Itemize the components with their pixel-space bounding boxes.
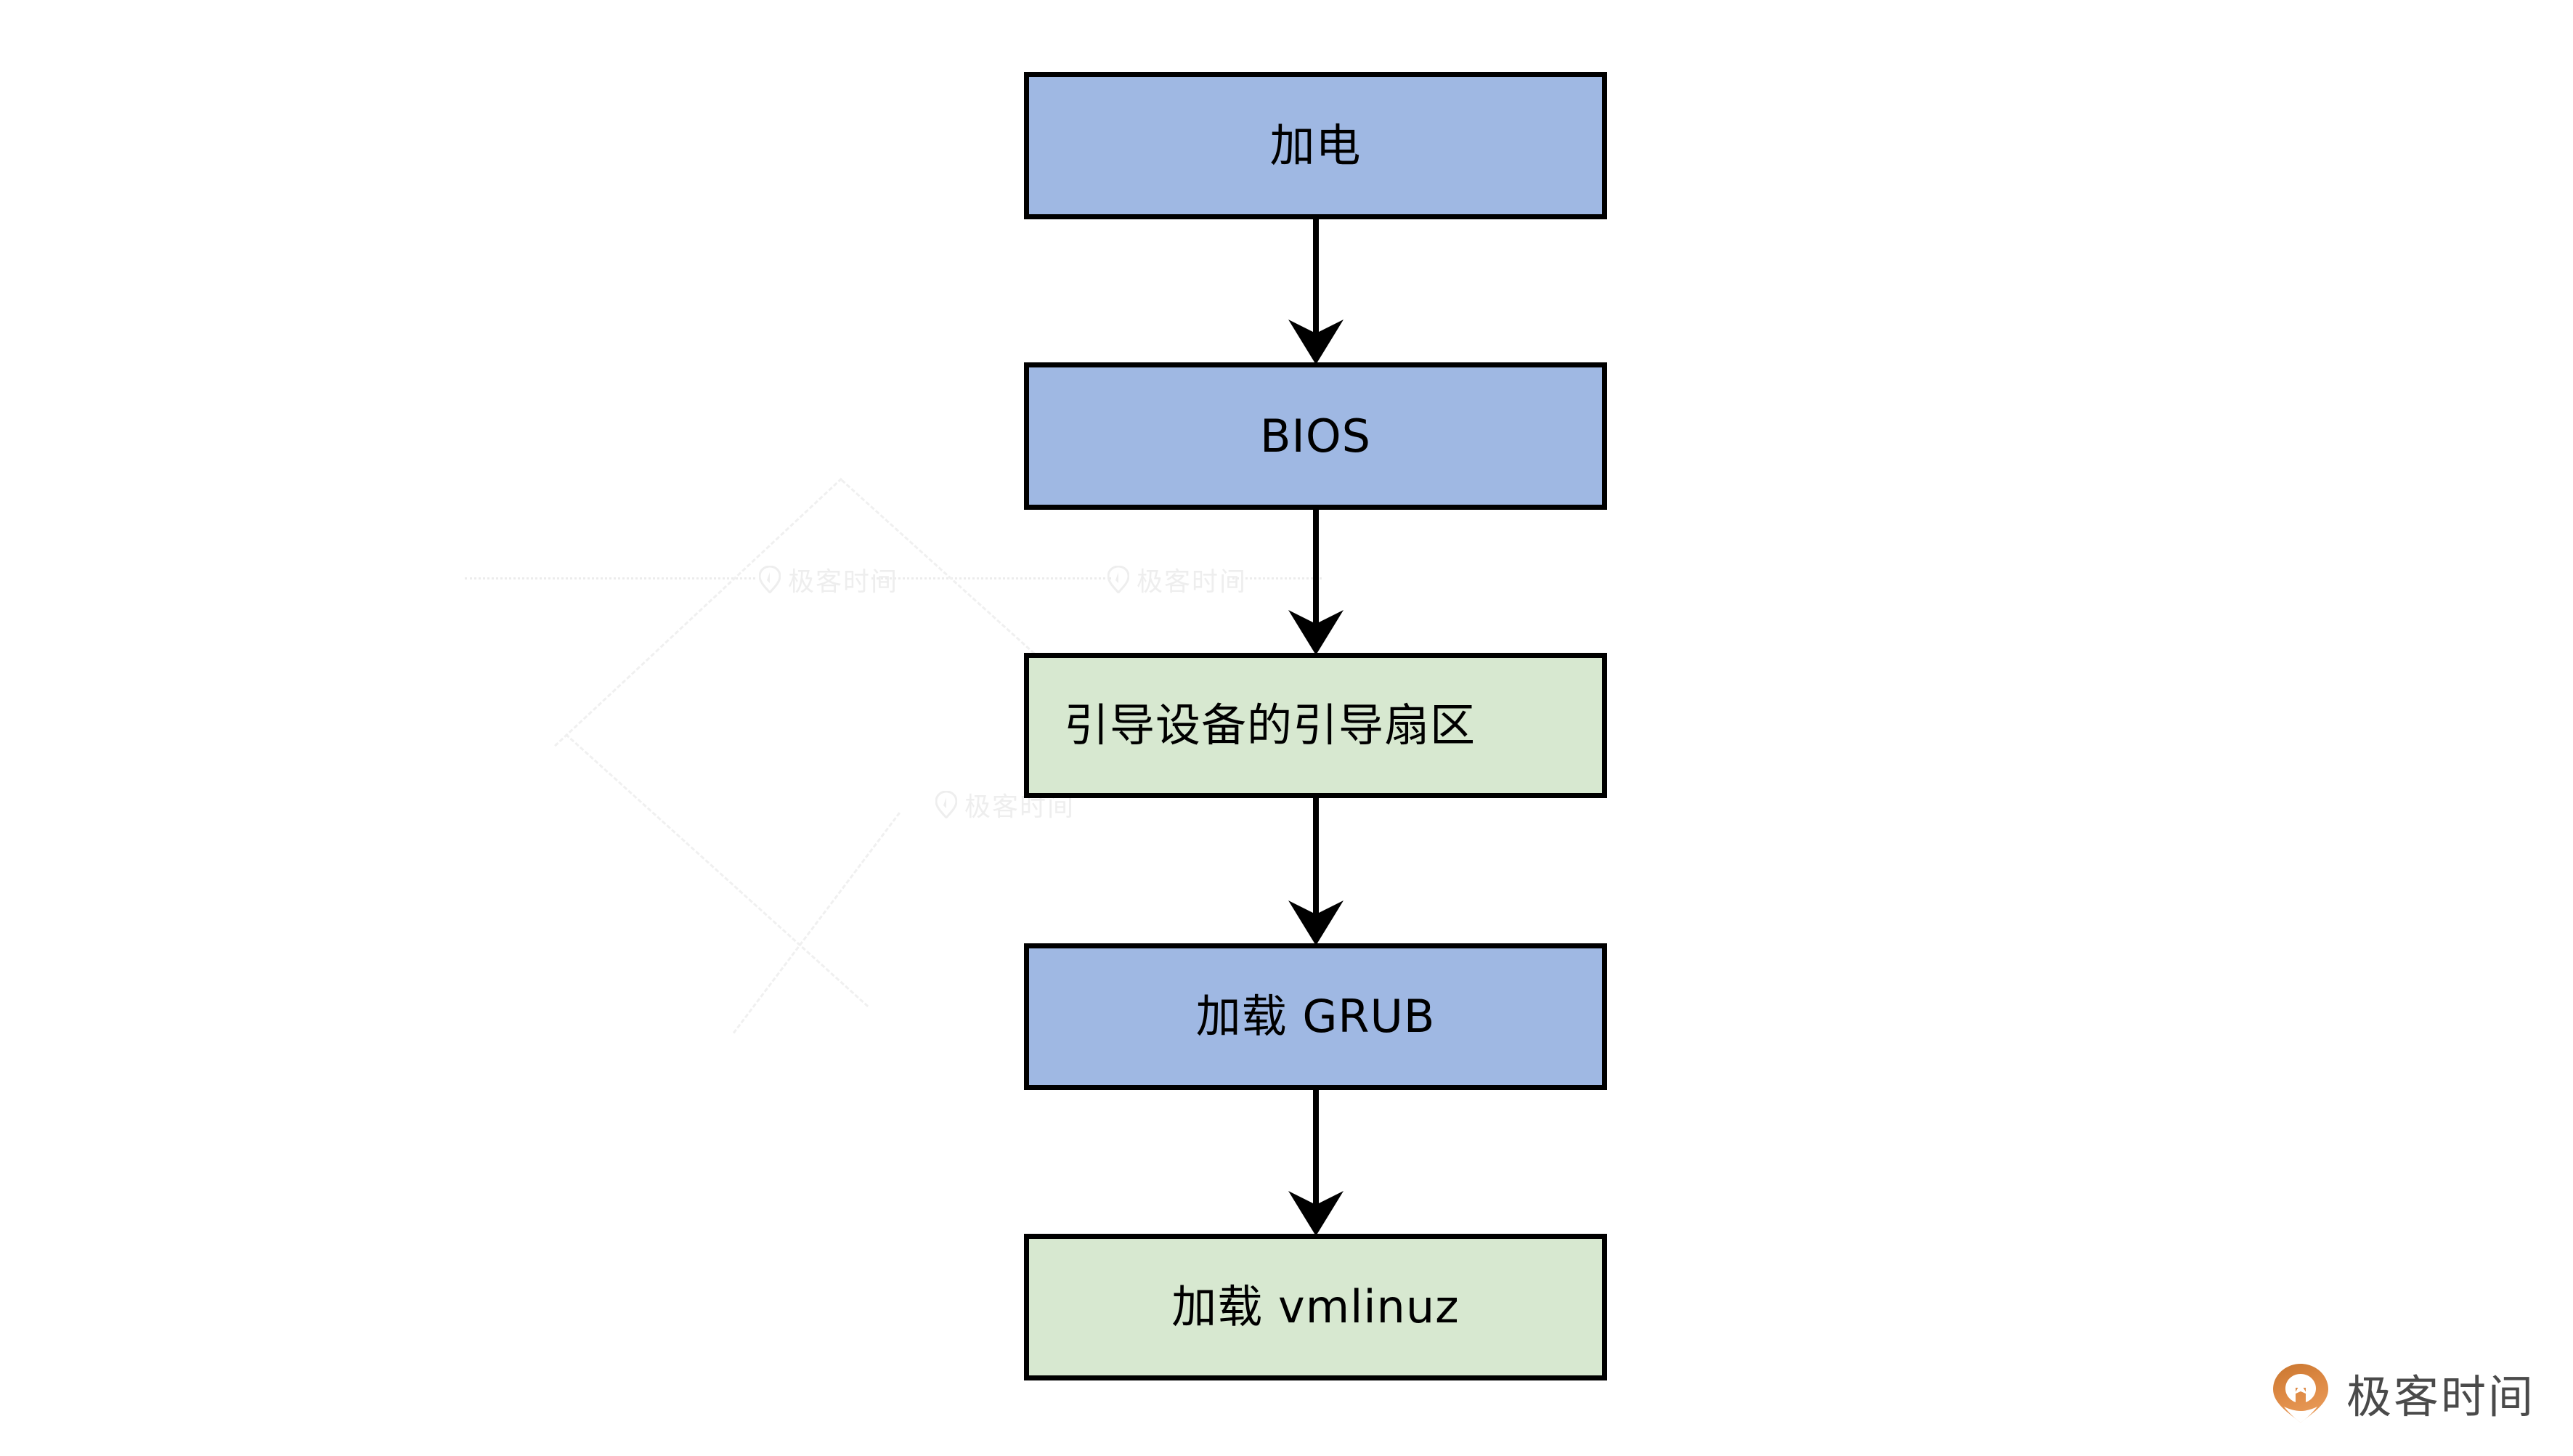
flow-node-bios[interactable]: BIOS (1024, 362, 1607, 510)
flow-node-label: 加载 GRUB (1195, 990, 1436, 1043)
flow-node-label: BIOS (1260, 409, 1371, 463)
flow-node-load-grub[interactable]: 加载 GRUB (1024, 943, 1607, 1090)
flow-node-label: 加电 (1269, 118, 1362, 172)
flow-node-load-vmlinuz[interactable]: 加载 vmlinuz (1024, 1234, 1607, 1380)
brand-name: 极客时间 (2346, 1370, 2535, 1423)
flow-node-label: 引导设备的引导扇区 (1064, 699, 1476, 752)
flow-node-label: 加载 vmlinuz (1171, 1280, 1460, 1333)
flow-node-boot-sector[interactable]: 引导设备的引导扇区 (1024, 653, 1607, 798)
flow-node-power-on[interactable]: 加电 (1024, 72, 1607, 219)
geektime-pin-icon (2271, 1362, 2330, 1424)
brand-logo: 极客时间 (2271, 1360, 2535, 1426)
